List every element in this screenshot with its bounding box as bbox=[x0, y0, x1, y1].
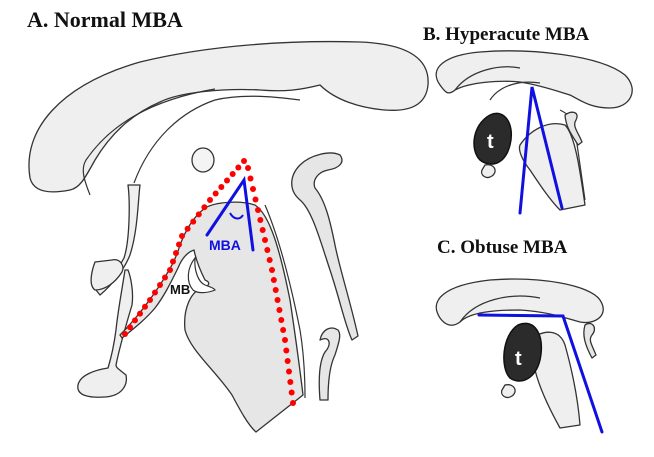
dot-marker bbox=[132, 317, 138, 324]
dot-marker bbox=[259, 227, 266, 233]
tumor-icon: t bbox=[473, 112, 512, 165]
mba-angle-lines-c bbox=[477, 313, 604, 434]
dot-marker bbox=[276, 307, 283, 313]
angle-arc-icon bbox=[229, 212, 244, 220]
tumor-label-b: t bbox=[487, 131, 494, 153]
dot-marker bbox=[264, 247, 271, 253]
dot-marker bbox=[152, 289, 158, 296]
dot-marker bbox=[170, 258, 176, 265]
dot-marker bbox=[288, 389, 295, 396]
tumor-label-c: t bbox=[515, 348, 522, 370]
dot-marker bbox=[195, 211, 202, 218]
dot-marker bbox=[142, 303, 148, 310]
panel-c: C. Obtuse MBA t bbox=[435, 237, 604, 434]
dot-marker bbox=[247, 175, 254, 182]
dot-marker bbox=[212, 190, 219, 197]
fornix-c bbox=[459, 295, 541, 323]
aqueduct-line bbox=[264, 204, 306, 399]
optic-chiasm bbox=[90, 259, 124, 291]
fornix bbox=[82, 88, 301, 196]
panel-b-title: B. Hyperacute MBA bbox=[423, 24, 590, 45]
dot-marker bbox=[278, 317, 285, 323]
dot-marker bbox=[272, 287, 279, 293]
dotted-line-back bbox=[245, 165, 296, 406]
dot-marker bbox=[224, 177, 230, 184]
fornix-b bbox=[454, 66, 541, 101]
dot-marker bbox=[184, 225, 191, 232]
dot-marker bbox=[201, 204, 208, 211]
dot-marker bbox=[280, 327, 287, 333]
dot-marker bbox=[250, 186, 256, 192]
dot-marker bbox=[162, 274, 168, 281]
tectum-c bbox=[583, 322, 597, 359]
corpus-callosum-c bbox=[435, 278, 604, 326]
dot-marker bbox=[262, 237, 268, 243]
mammillary-notch bbox=[187, 256, 216, 294]
dot-marker bbox=[167, 267, 173, 273]
dot-marker bbox=[218, 184, 225, 190]
dot-marker bbox=[176, 241, 182, 248]
dot-marker bbox=[137, 310, 143, 317]
dot-marker bbox=[190, 218, 197, 225]
corpus-callosum-b bbox=[435, 50, 633, 109]
dot-marker bbox=[284, 358, 291, 364]
dot-marker bbox=[173, 250, 179, 256]
dot-marker bbox=[252, 196, 259, 203]
dot-marker bbox=[266, 257, 273, 263]
dot-marker bbox=[147, 297, 153, 303]
dot-marker bbox=[270, 277, 277, 283]
panel-a: A. Normal MBA MBA MB bbox=[27, 7, 429, 433]
dot-marker bbox=[245, 165, 251, 171]
dot-marker bbox=[283, 347, 290, 354]
dot-marker bbox=[257, 217, 264, 223]
panel-b: B. Hyperacute MBA t bbox=[423, 24, 633, 215]
tectum bbox=[291, 152, 359, 341]
mba-angle-lines bbox=[205, 175, 255, 252]
dot-marker bbox=[127, 324, 133, 331]
dot-marker bbox=[122, 331, 128, 337]
dot-marker bbox=[229, 171, 236, 177]
dot-marker bbox=[282, 337, 288, 343]
tumor-icon: t bbox=[503, 322, 542, 382]
dotted-line-front bbox=[122, 158, 247, 337]
dot-marker bbox=[207, 197, 213, 203]
pituitary-b bbox=[480, 164, 496, 179]
tectum-b bbox=[564, 111, 583, 146]
dot-marker bbox=[269, 267, 275, 273]
dot-marker bbox=[287, 379, 294, 385]
panel-a-title: A. Normal MBA bbox=[27, 7, 183, 32]
dot-marker bbox=[235, 164, 242, 171]
dot-marker bbox=[241, 158, 247, 164]
fourth-ventricle-fold bbox=[318, 327, 341, 401]
dot-marker bbox=[274, 297, 281, 303]
pituitary-c bbox=[500, 384, 516, 399]
mba-angle-lines-b bbox=[518, 86, 564, 215]
dot-marker bbox=[286, 368, 292, 375]
dot-marker bbox=[290, 400, 296, 406]
panel-c-title: C. Obtuse MBA bbox=[437, 237, 568, 258]
mb-label: MB bbox=[170, 282, 190, 297]
corpus-callosum bbox=[28, 40, 429, 193]
dot-marker bbox=[157, 282, 163, 288]
mba-label: MBA bbox=[209, 237, 241, 253]
dot-marker bbox=[255, 207, 261, 213]
massa-intermedia bbox=[191, 147, 215, 173]
dot-marker bbox=[179, 233, 185, 239]
